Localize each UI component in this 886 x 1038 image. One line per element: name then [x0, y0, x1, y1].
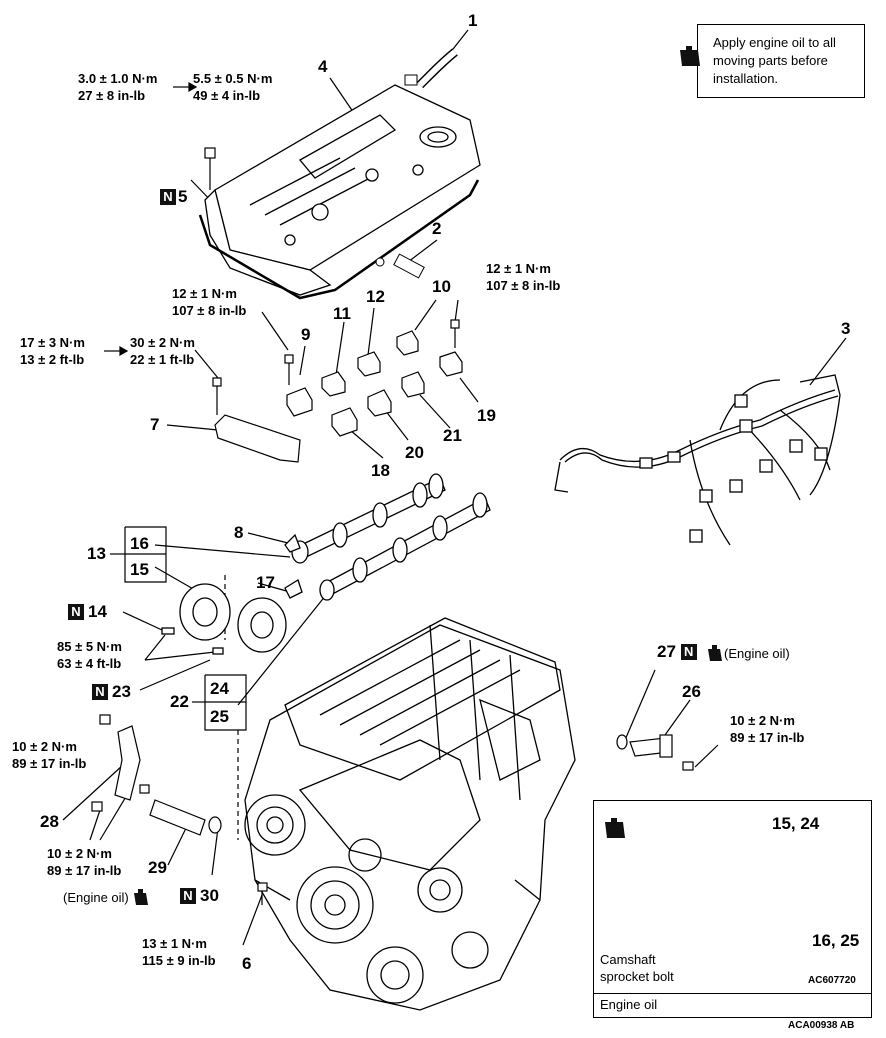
callout-12: 12: [366, 287, 385, 306]
inset-panel: [593, 800, 872, 1018]
callout-17: 17: [256, 573, 275, 592]
callout-26: 26: [682, 682, 701, 701]
oil-can-icon: [708, 645, 722, 661]
engine-oil-label-30: (Engine oil): [63, 890, 129, 905]
note-line-2: moving parts before: [713, 53, 828, 68]
new-part-badge: N: [92, 684, 108, 700]
inset-divider: [594, 993, 871, 994]
torque-bracket-after: 30 ± 2 N·m 22 ± 1 ft-lb: [130, 335, 195, 367]
torque-sprocket: 85 ± 5 N·m 63 ± 4 ft-lb: [57, 639, 122, 671]
new-part-badge: N: [160, 189, 176, 205]
inset-camshaft-label-2: sprocket bolt: [600, 969, 674, 984]
callout-20: 20: [405, 443, 424, 462]
callout-29: 29: [148, 858, 167, 877]
engine-oil-label-27: (Engine oil): [724, 646, 790, 661]
callout-15: 15: [130, 560, 149, 579]
inset-footer: Engine oil: [600, 997, 658, 1012]
torque-cover-before: 3.0 ± 1.0 N·m 27 ± 8 in-lb: [78, 71, 158, 103]
inset-code: AC607720: [808, 975, 856, 986]
callout-14: 14: [88, 602, 107, 621]
figure-code: ACA00938 AB: [788, 1020, 855, 1031]
callout-27-group: 27 N: [657, 643, 701, 660]
callout-1: 1: [468, 11, 478, 30]
callout-18: 18: [371, 461, 390, 480]
oil-can-icon: [134, 889, 149, 905]
new-part-badge: N: [680, 644, 697, 660]
callout-24: 24: [210, 679, 229, 698]
callout-19: 19: [477, 406, 496, 425]
torque-26: 10 ± 2 N·m 89 ± 17 in-lb: [730, 713, 805, 745]
callout-9: 9: [301, 325, 311, 344]
note-line-1: Apply engine oil to all: [713, 35, 836, 50]
callout-5: 5: [178, 187, 188, 206]
torque-bracket-before: 17 ± 3 N·m 13 ± 2 ft-lb: [20, 335, 85, 367]
callout-16: 16: [130, 534, 149, 553]
callout-8: 8: [234, 523, 244, 542]
torque-6: 13 ± 1 N·m 115 ± 9 in-lb: [142, 936, 216, 968]
oil-note-30: (Engine oil): [63, 889, 150, 905]
callout-11: 11: [333, 304, 351, 323]
callout-27: 27: [657, 642, 676, 661]
torque-28-top: 10 ± 2 N·m 89 ± 17 in-lb: [12, 739, 87, 771]
inset-label-16-25: 16, 25: [812, 931, 860, 950]
note-box: [697, 24, 865, 98]
callout-30: 30: [200, 886, 219, 905]
callout-25: 25: [210, 707, 229, 726]
new-part-badge: N: [68, 604, 84, 620]
inset-camshaft-label-1: Camshaft: [600, 952, 656, 967]
callout-6: 6: [242, 954, 252, 973]
callout-7: 7: [150, 415, 160, 434]
new-part-badge: N: [180, 888, 196, 904]
callout-2: 2: [432, 219, 442, 238]
callout-4: 4: [318, 57, 328, 76]
callout-10: 10: [432, 277, 451, 296]
torque-28-bottom: 10 ± 2 N·m 89 ± 17 in-lb: [47, 846, 122, 878]
callout-3: 3: [841, 319, 851, 338]
note-line-3: installation.: [713, 71, 779, 86]
oil-note-27: (Engine oil): [706, 645, 790, 661]
callout-28: 28: [40, 812, 59, 831]
callout-21: 21: [443, 426, 462, 445]
callout-22: 22: [170, 692, 189, 711]
callout-5-new-part: N: [160, 188, 180, 205]
torque-cover-after: 5.5 ± 0.5 N·m 49 ± 4 in-lb: [193, 71, 273, 103]
callout-23: 23: [112, 682, 131, 701]
torque-cap-left: 12 ± 1 N·m 107 ± 8 in-lb: [172, 286, 247, 318]
inset-label-15-24: 15, 24: [772, 814, 820, 833]
callout-13: 13: [87, 544, 106, 563]
torque-cap-right: 12 ± 1 N·m 107 ± 8 in-lb: [486, 261, 561, 293]
